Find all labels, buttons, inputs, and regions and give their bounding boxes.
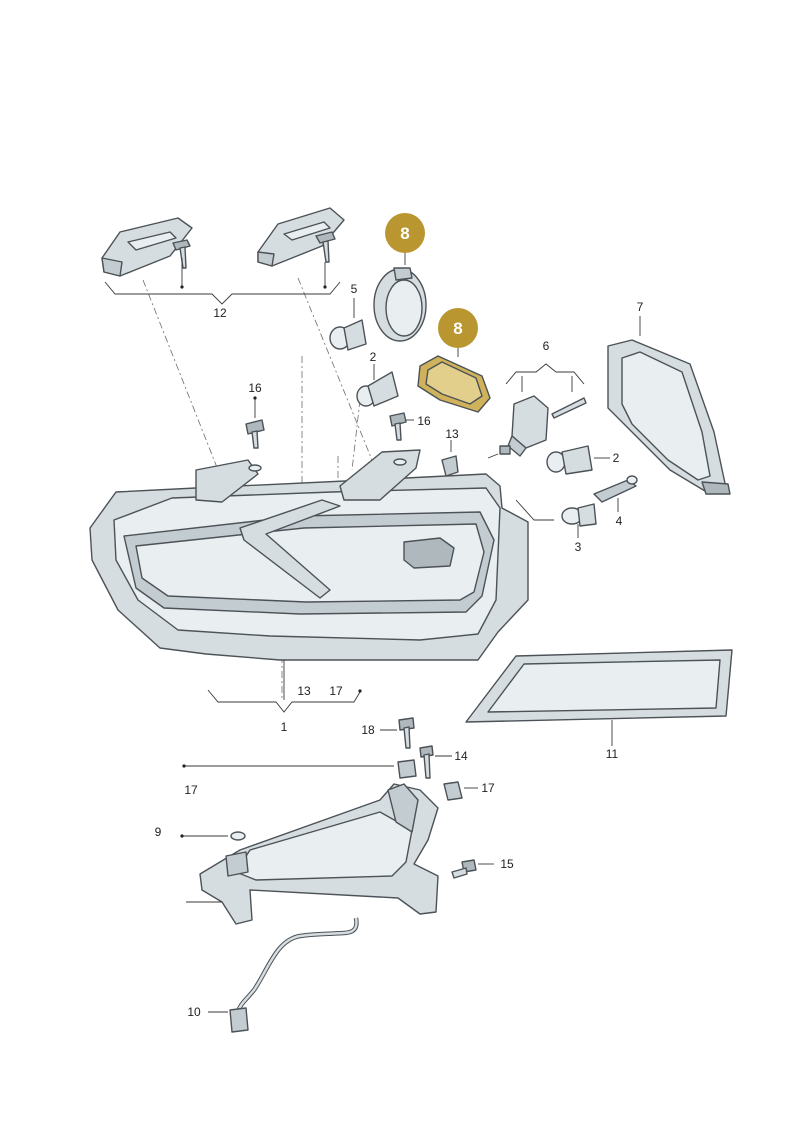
clip-icon [441,455,459,477]
label-1[interactable]: 1 [281,720,288,734]
rear-cover-icon [607,339,731,495]
bulb-icon [561,503,597,527]
headlight-housing-icon [89,449,529,661]
washer-icon [230,831,246,841]
badge-label: 8 [453,319,462,338]
callout-badge-8-lower[interactable]: 8 [438,308,478,348]
mounting-tab-left-icon [101,217,193,277]
screw-icon [419,745,434,779]
mounting-tab-right-icon [257,207,345,267]
socket-icon [593,475,638,503]
label-3[interactable]: 3 [575,540,582,554]
spacer-sleeve-icon [397,759,417,779]
label-17-left[interactable]: 17 [184,783,198,797]
bracket-icon [199,783,439,925]
bulb-icon [546,445,593,475]
screw-icon [551,397,587,419]
label-17-housing[interactable]: 17 [329,684,343,698]
screw-icon [315,231,336,263]
label-16-left[interactable]: 16 [248,381,262,395]
cover-cap-icon [373,267,427,342]
label-9[interactable]: 9 [155,825,162,839]
screw-icon [172,239,191,269]
motor-icon [499,395,549,457]
bulb-icon [329,319,367,351]
position-labels: 1 2 2 3 4 5 6 7 9 10 11 12 13 13 14 15 1… [155,282,644,1019]
label-2-lower[interactable]: 2 [613,451,620,465]
label-14[interactable]: 14 [454,749,468,763]
callout-badge-8-upper[interactable]: 8 [385,213,425,253]
screw-icon [245,419,265,449]
label-10[interactable]: 10 [187,1005,201,1019]
label-7[interactable]: 7 [637,300,644,314]
lens-glass-icon [465,649,733,723]
label-6[interactable]: 6 [543,339,550,353]
label-16-right[interactable]: 16 [417,414,431,428]
screw-icon [398,717,415,749]
wire-harness-icon [229,917,359,1033]
label-13-housing[interactable]: 13 [297,684,311,698]
label-17-clip[interactable]: 17 [481,781,495,795]
label-18[interactable]: 18 [361,723,375,737]
screw-icon [451,859,477,879]
clip-icon [443,781,463,801]
label-13-clip[interactable]: 13 [445,427,459,441]
label-4[interactable]: 4 [616,514,623,528]
label-11[interactable]: 11 [606,747,619,761]
bulb-icon [356,371,399,407]
label-2-upper[interactable]: 2 [370,350,377,364]
label-5[interactable]: 5 [351,282,358,296]
label-12[interactable]: 12 [213,306,227,320]
badge-label: 8 [400,224,409,243]
label-15[interactable]: 15 [500,857,514,871]
cover-cap-highlighted-icon [417,355,491,413]
screw-icon [389,412,407,441]
